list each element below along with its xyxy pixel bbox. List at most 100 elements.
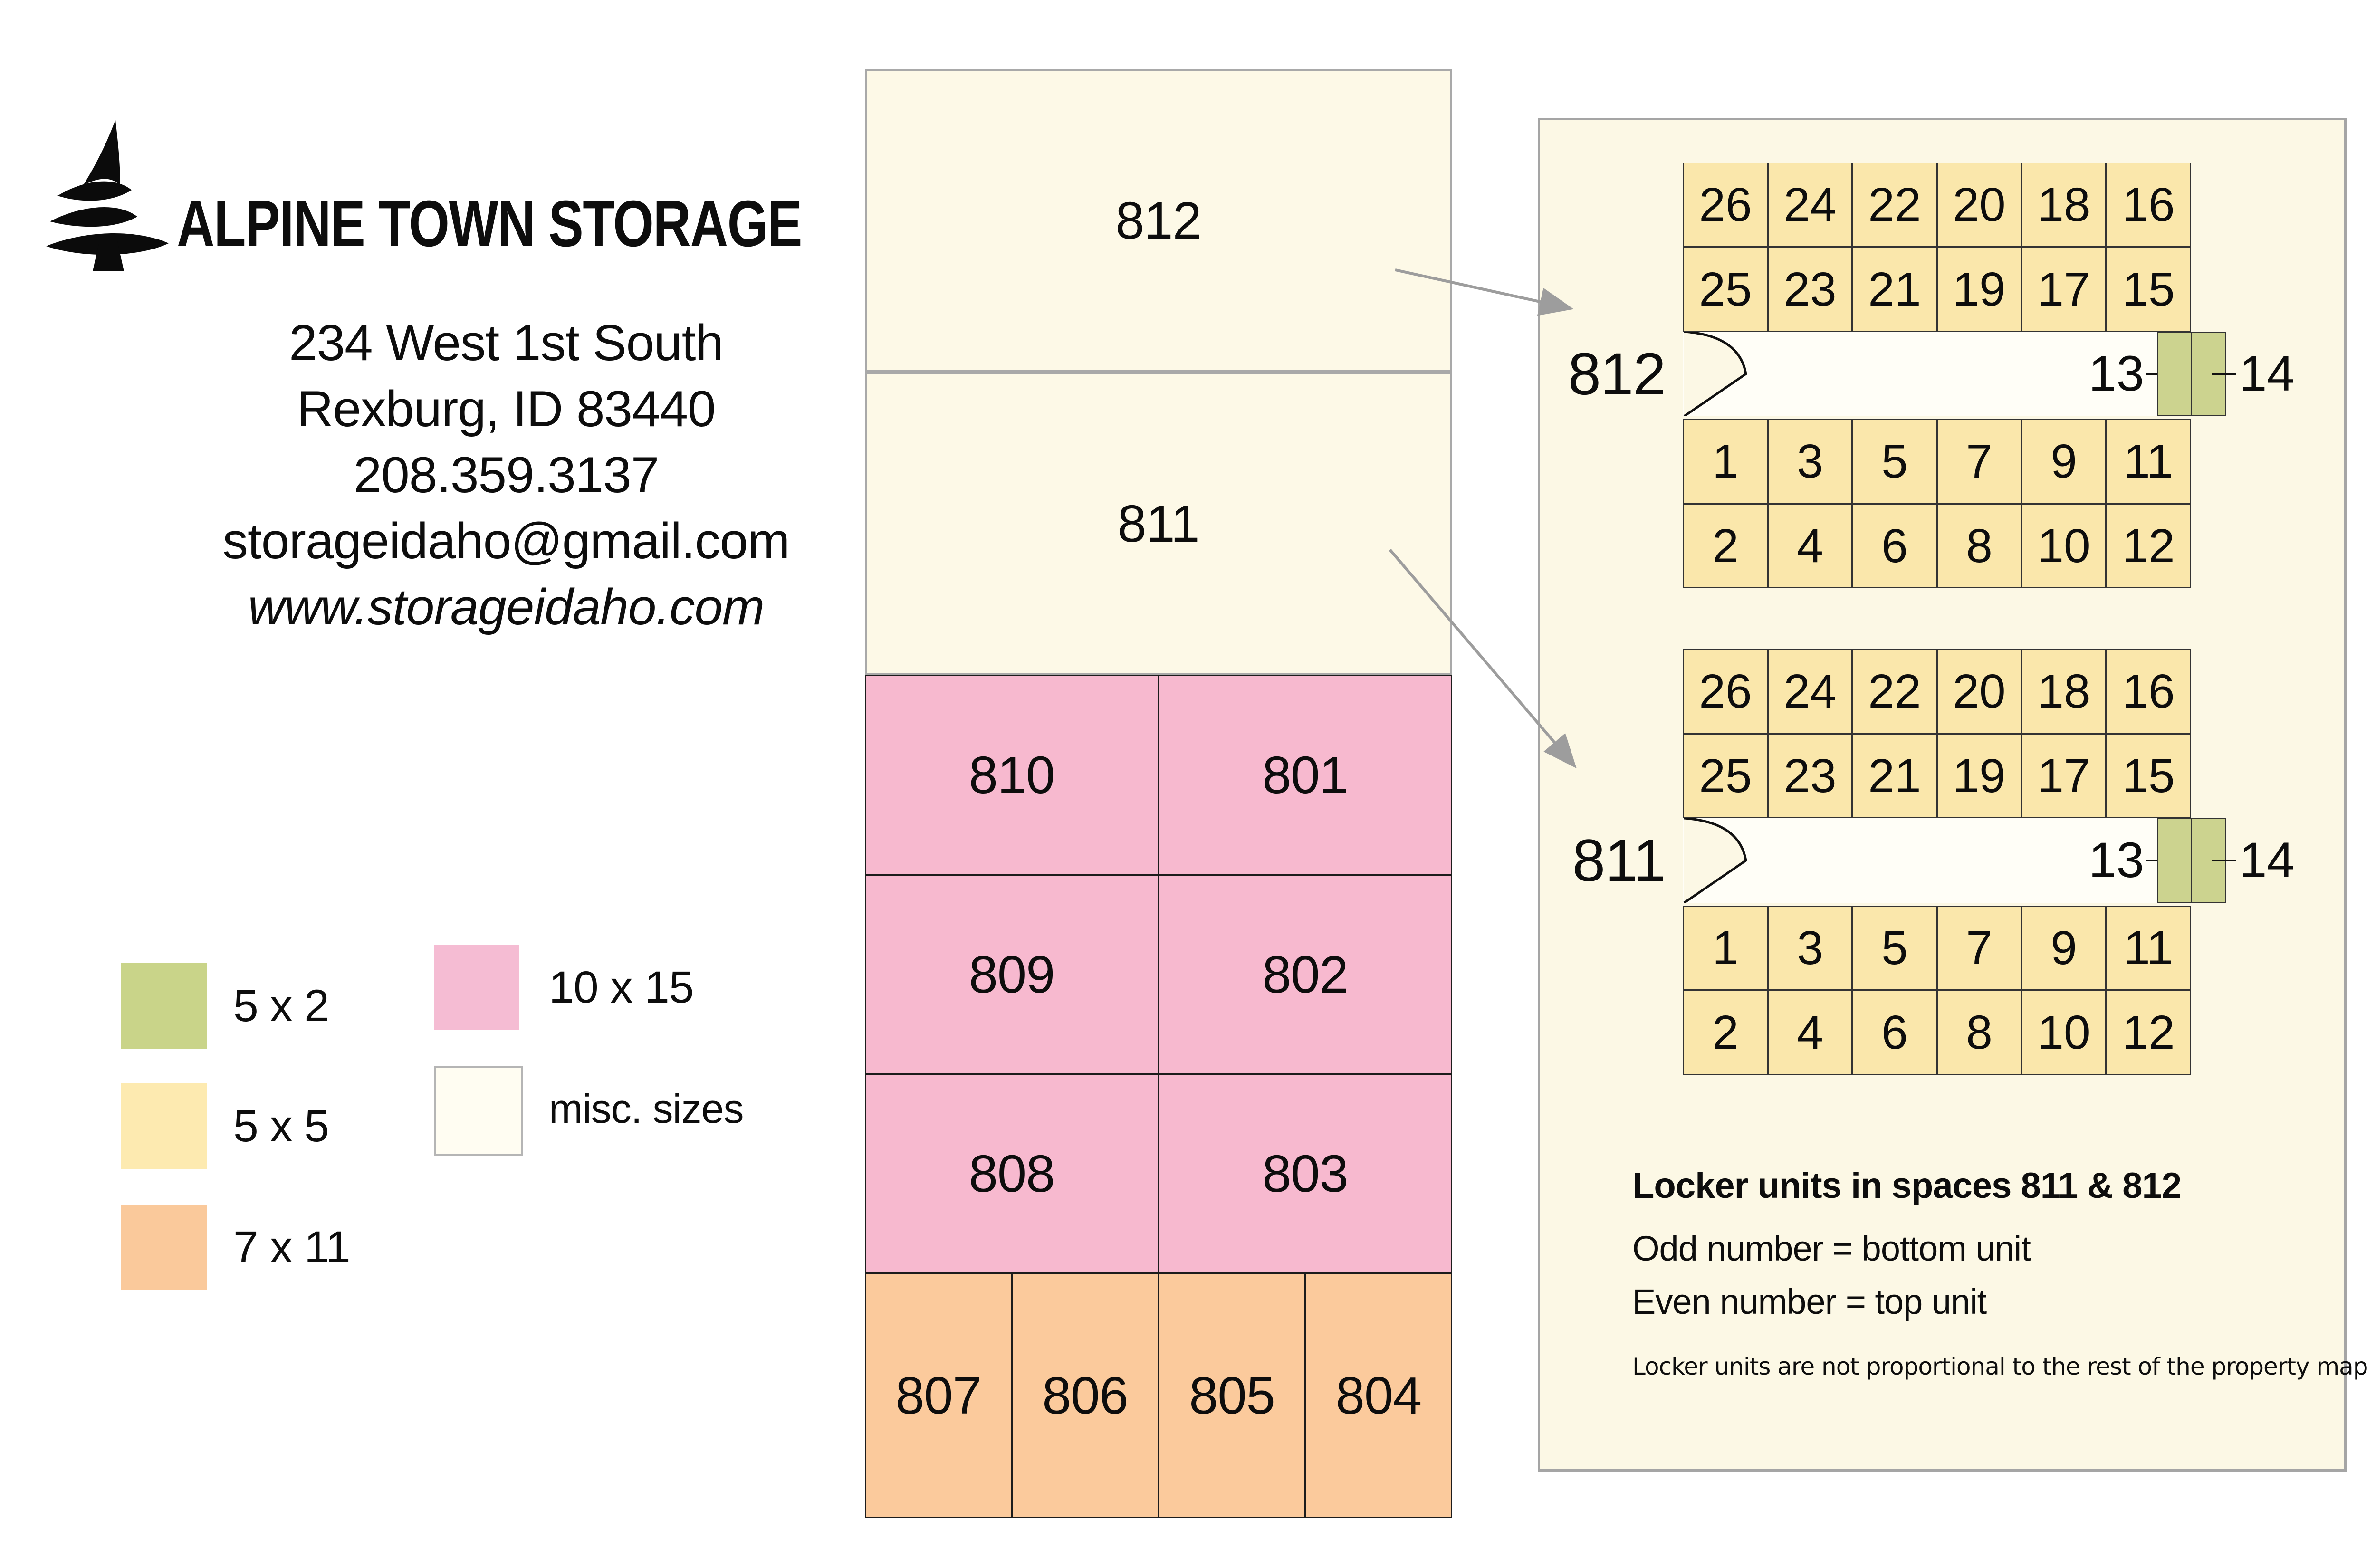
- unit-label: 805: [1189, 1367, 1275, 1425]
- map-unit-809: 809: [865, 875, 1159, 1074]
- locker-green-13-812: [2157, 332, 2192, 416]
- corridor-label-811: 811: [1572, 827, 1666, 894]
- locker-cell: 20: [1937, 649, 2022, 734]
- unit-label: 802: [1262, 945, 1349, 1004]
- locker-14-label-812: 14: [2239, 346, 2295, 402]
- address-city: Rexburg, ID 83440: [297, 380, 716, 437]
- locker-cell: 1: [1683, 906, 1768, 990]
- legend-swatch-5x2: [121, 963, 207, 1049]
- locker-cell: 26: [1683, 649, 1768, 734]
- legend-label-7x11: 7 x 11: [233, 1222, 351, 1272]
- locker-cell: 7: [1937, 419, 2022, 504]
- locker-cell: 10: [2022, 504, 2106, 588]
- locker-cell: 15: [2106, 734, 2191, 818]
- unit-label: 806: [1042, 1367, 1129, 1425]
- locker-cell: 20: [1937, 163, 2022, 247]
- locker-cell: 17: [2022, 734, 2106, 818]
- unit-label: 801: [1262, 746, 1349, 804]
- map-unit-811: 811: [865, 372, 1452, 675]
- locker-cell: 23: [1768, 247, 1852, 332]
- locker-cell: 8: [1937, 504, 2022, 588]
- corridor-812: [1683, 332, 2157, 416]
- map-unit-810: 810: [865, 675, 1159, 875]
- website-url: www.storageidaho.com: [248, 578, 765, 635]
- locker-cell: 19: [1937, 734, 2022, 818]
- locker-green-13-811: [2157, 818, 2192, 903]
- map-unit-803: 803: [1159, 1074, 1452, 1273]
- legend-label-10x15: 10 x 15: [549, 962, 694, 1013]
- locker-cell: 21: [1852, 247, 1937, 332]
- locker-cell: 5: [1852, 419, 1937, 504]
- locker-cell: 18: [2022, 649, 2106, 734]
- locker-cell: 10: [2022, 990, 2106, 1075]
- door-arc-811: [1683, 818, 1750, 903]
- locker-rule-even: Even number = top unit: [1632, 1282, 1987, 1321]
- locker-cell: 9: [2022, 419, 2106, 504]
- address-street: 234 West 1st South: [289, 314, 724, 371]
- locker-cell: 18: [2022, 163, 2106, 247]
- legend-label-5x2: 5 x 2: [233, 981, 329, 1031]
- unit-label: 803: [1262, 1145, 1349, 1203]
- locker-cell: 26: [1683, 163, 1768, 247]
- locker-cell: 25: [1683, 247, 1768, 332]
- door-arc-812: [1683, 332, 1750, 416]
- legend-label-misc: misc. sizes: [549, 1086, 744, 1132]
- company-logo-tree: [44, 119, 171, 272]
- locker-14-label-811: 14: [2239, 832, 2295, 888]
- locker-cell: 1: [1683, 419, 1768, 504]
- locker-cell: 21: [1852, 734, 1937, 818]
- locker-cell: 22: [1852, 649, 1937, 734]
- legend-label-5x5: 5 x 5: [233, 1101, 329, 1151]
- locker-cell: 24: [1768, 163, 1852, 247]
- leader-line-14-811: [2212, 860, 2236, 861]
- locker-cell: 12: [2106, 504, 2191, 588]
- locker-13-label-812: 13: [2089, 346, 2144, 402]
- map-unit-805: 805: [1159, 1273, 1305, 1518]
- locker-13-label-811: 13: [2089, 832, 2144, 888]
- locker-cell: 11: [2106, 906, 2191, 990]
- unit-label: 809: [968, 945, 1055, 1004]
- locker-cell: 5: [1852, 906, 1937, 990]
- locker-cell: 12: [2106, 990, 2191, 1075]
- map-unit-801: 801: [1159, 675, 1452, 875]
- corridor-811: [1683, 818, 2157, 903]
- map-unit-807: 807: [865, 1273, 1012, 1518]
- phone-number: 208.359.3137: [353, 446, 660, 503]
- map-unit-806: 806: [1012, 1273, 1159, 1518]
- address-block: 234 West 1st South Rexburg, ID 83440 208…: [114, 310, 898, 640]
- map-unit-802: 802: [1159, 875, 1452, 1074]
- locker-cell: 4: [1768, 990, 1852, 1075]
- email-address: storageidaho@gmail.com: [222, 512, 790, 569]
- locker-cell: 16: [2106, 649, 2191, 734]
- locker-rule-odd: Odd number = bottom unit: [1632, 1229, 2031, 1268]
- locker-cell: 15: [2106, 247, 2191, 332]
- locker-note: Locker units are not proportional to the…: [1632, 1353, 2368, 1380]
- unit-label: 812: [1115, 191, 1202, 250]
- locker-cell: 6: [1852, 504, 1937, 588]
- locker-heading: Locker units in spaces 811 & 812: [1632, 1166, 2182, 1206]
- unit-label: 804: [1335, 1367, 1422, 1425]
- locker-cell: 17: [2022, 247, 2106, 332]
- locker-cell: 2: [1683, 504, 1768, 588]
- locker-cell: 4: [1768, 504, 1852, 588]
- locker-cell: 11: [2106, 419, 2191, 504]
- locker-cell: 6: [1852, 990, 1937, 1075]
- locker-cell: 8: [1937, 990, 2022, 1075]
- locker-cell: 9: [2022, 906, 2106, 990]
- locker-cell: 24: [1768, 649, 1852, 734]
- locker-cell: 23: [1768, 734, 1852, 818]
- unit-label: 808: [968, 1145, 1055, 1203]
- legend-swatch-5x5: [121, 1083, 207, 1169]
- locker-cell: 3: [1768, 419, 1852, 504]
- map-unit-804: 804: [1305, 1273, 1452, 1518]
- unit-label: 807: [895, 1367, 982, 1425]
- legend-swatch-misc: [434, 1066, 523, 1156]
